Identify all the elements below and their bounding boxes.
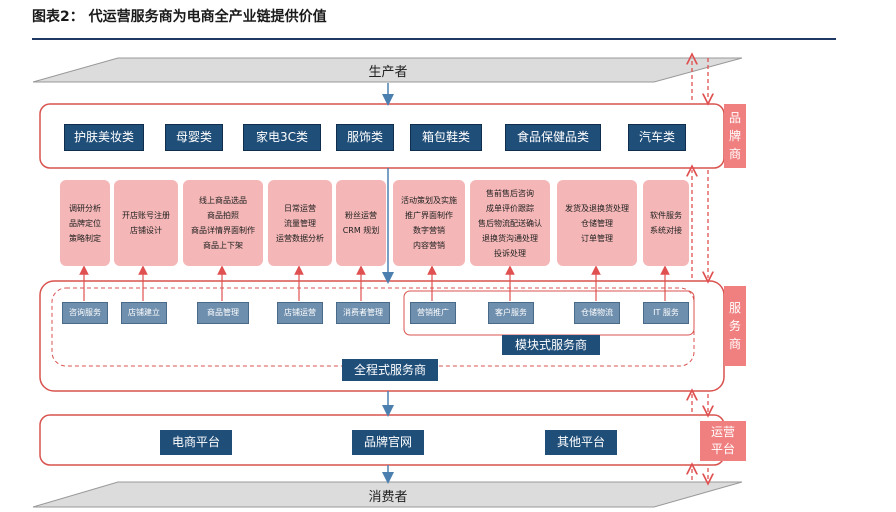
category-apparel: 服饰类 xyxy=(336,124,394,151)
module-product: 商品管理 xyxy=(197,302,249,324)
service-box-it: 软件服务系统对接 xyxy=(643,180,689,266)
service-box-logistics: 发货及退换货处理仓储管理订单管理 xyxy=(557,180,637,266)
module-marketing: 营销推广 xyxy=(410,302,456,324)
category-appliance: 家电3C类 xyxy=(243,124,321,151)
module-it: IT 服务 xyxy=(643,302,689,324)
brand-side-label: 品 牌 商 xyxy=(724,104,746,168)
platform-brand-site: 品牌官网 xyxy=(352,430,424,455)
module-customer: 客户服务 xyxy=(488,302,534,324)
service-box-consulting: 调研分析品牌定位策略制定 xyxy=(60,180,110,266)
category-maternity: 母婴类 xyxy=(165,124,223,151)
producer-label: 生产者 xyxy=(368,65,408,80)
platform-other: 其他平台 xyxy=(545,430,617,455)
full-provider-label: 全程式服务商 xyxy=(342,359,438,381)
module-consulting: 咨询服务 xyxy=(62,302,108,324)
producer-plane xyxy=(32,57,743,83)
service-box-marketing: 活动策划及实施推广界面制作数字营销内容营销 xyxy=(393,180,465,266)
service-side-label: 服 务 商 xyxy=(724,286,746,366)
module-operation: 店铺运营 xyxy=(277,302,323,324)
figure-title: 图表2： 代运营服务商为电商全产业链提供价值 xyxy=(32,9,327,25)
module-logistics: 仓储物流 xyxy=(574,302,620,324)
consumer-label: 消费者 xyxy=(368,490,408,505)
consumer-plane xyxy=(32,481,743,508)
category-food-health: 食品保健品类 xyxy=(505,124,601,151)
category-auto: 汽车类 xyxy=(628,124,686,151)
title-rule xyxy=(32,38,836,40)
service-box-product: 线上商品选品商品拍照商品详情界面制作商品上下架 xyxy=(183,180,263,266)
service-box-store-setup: 开店账号注册店铺设计 xyxy=(114,180,178,266)
service-box-customer: 售前售后咨询成单评价跟踪售后物流配送确认退换货沟通处理投诉处理 xyxy=(470,180,550,266)
category-bags-shoes: 箱包鞋类 xyxy=(410,124,482,151)
module-store-setup: 店铺建立 xyxy=(121,302,167,324)
category-skincare: 护肤美妆类 xyxy=(64,124,144,151)
modular-provider-label: 模块式服务商 xyxy=(502,335,600,355)
platform-ecommerce: 电商平台 xyxy=(160,430,232,455)
service-box-operation: 日常运营流量管理运营数据分析 xyxy=(268,180,332,266)
module-consumer: 消费者管理 xyxy=(336,302,390,324)
ops-side-label: 运营 平台 xyxy=(700,421,746,461)
